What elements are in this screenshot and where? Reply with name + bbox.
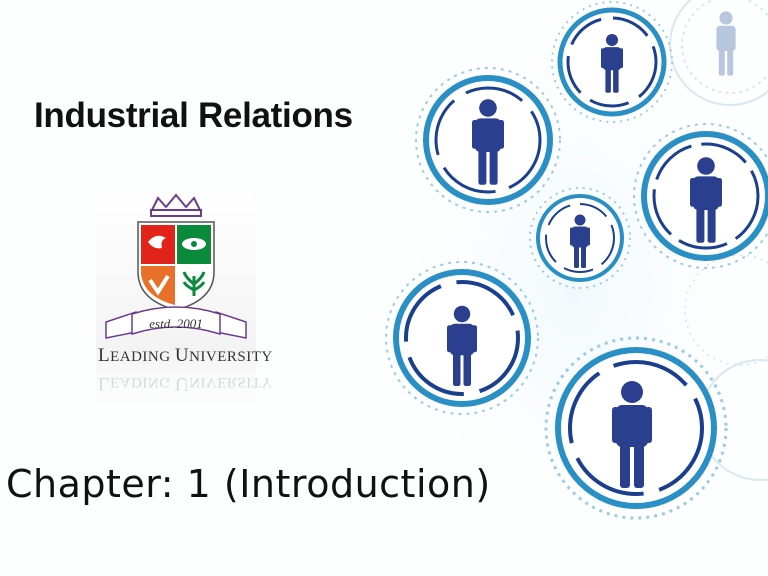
person-icon — [601, 33, 623, 93]
person-icon — [570, 214, 590, 268]
person-icon — [447, 305, 477, 386]
person-icon — [612, 381, 652, 488]
logo-reflection: LEADING UNIVERSITY — [98, 373, 273, 394]
crown-icon — [150, 193, 202, 217]
logo-university-name: LEADING UNIVERSITY — [98, 345, 273, 366]
university-logo: estd. 2001 — [96, 192, 256, 422]
shield-icon — [137, 221, 215, 311]
ribbon: estd. 2001 — [105, 306, 247, 339]
slide-title: Industrial Relations — [34, 96, 353, 135]
person-icon — [690, 157, 722, 243]
logo-established-text: estd. 2001 — [149, 316, 202, 331]
person-icon — [716, 11, 736, 76]
logo-crest: estd. 2001 — [96, 192, 256, 422]
slide-subtitle: Chapter: 1 (Introduction) — [6, 462, 491, 506]
person-icon — [472, 99, 504, 185]
